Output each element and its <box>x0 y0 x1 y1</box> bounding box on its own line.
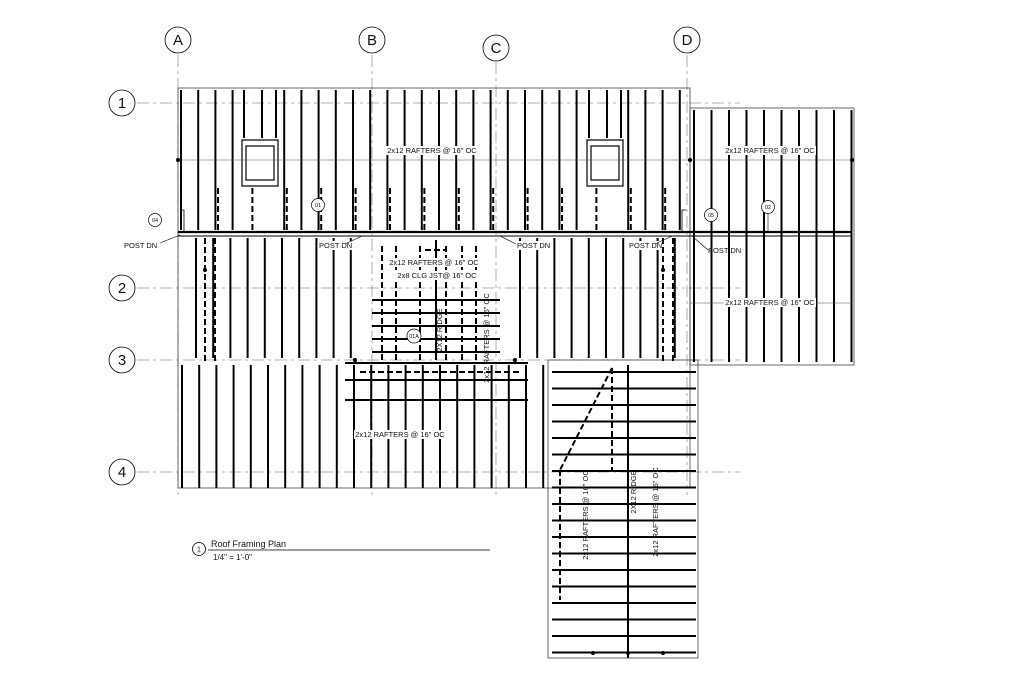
label-rafters-2: 2x12 RAFTERS @ 16" OC <box>725 146 815 155</box>
tag-01: 01 <box>311 198 325 212</box>
drawing-title: Roof Framing Plan <box>211 539 286 549</box>
grid-bubble-2: 2 <box>108 274 136 302</box>
svg-text:3: 3 <box>118 352 126 369</box>
svg-text:D: D <box>682 32 693 49</box>
label-rafters-4: 2x12 RAFTERS @ 16" OC <box>725 298 815 307</box>
svg-text:01A: 01A <box>409 334 419 340</box>
drawing-scale: 1/4" = 1'-0" <box>213 553 252 562</box>
label-post-dn-3: POST DN <box>517 241 550 250</box>
grid-bubble-A: A <box>164 26 192 54</box>
grid-bubble-4: 4 <box>108 458 136 486</box>
label-post-dn-5: POST DN <box>708 246 741 255</box>
svg-text:04: 04 <box>152 218 158 224</box>
svg-text:05: 05 <box>708 213 714 219</box>
leaders <box>159 211 769 251</box>
beam-lines <box>178 159 852 658</box>
tag-02: 02 <box>761 200 775 214</box>
label-post-dn-2: POST DN <box>319 241 352 250</box>
svg-text:B: B <box>367 32 377 49</box>
drawing-title-block: 1 Roof Framing Plan 1/4" = 1'-0" <box>192 539 490 562</box>
label-post-dn-1: POST DN <box>124 241 157 250</box>
label-ceiling-joist: 2x8 CLG JST@ 16" OC <box>397 271 477 280</box>
label-rafters-5: 2x12 RAFTERS @ 16" OC <box>355 430 445 439</box>
tag-04: 04 <box>148 213 162 227</box>
label-rafters-1: 2x12 RAFTERS @ 16" OC <box>387 146 477 155</box>
skylight-left <box>241 139 279 187</box>
label-rafters-3: 2x12 RAFTERS @ 16" OC <box>389 258 479 267</box>
label-rafters-vert-3: 2x12 RAFTERS @ 16" OC <box>651 467 660 557</box>
tag-01a: 01A <box>406 328 422 344</box>
annotations: 2x12 RAFTERS @ 16" OC 2x12 RAFTERS @ 16"… <box>124 146 816 560</box>
hidden-valley <box>559 367 613 471</box>
svg-text:4: 4 <box>118 464 126 481</box>
svg-text:2: 2 <box>118 280 126 297</box>
label-ridge-1: 2X12 RIDGE <box>435 308 444 351</box>
label-rafters-vert-2: 2x12 RAFTERS @ 16" OC <box>581 470 590 560</box>
grid-bubble-1: 1 <box>108 89 136 117</box>
svg-text:C: C <box>491 40 502 57</box>
post-markers <box>176 158 854 655</box>
label-ridge-2: 2X12 RIDGE <box>629 470 638 513</box>
post-brackets <box>180 209 686 232</box>
drawing-number: 1 <box>197 547 201 554</box>
label-post-dn-4: POST DN <box>629 241 662 250</box>
grid-bubble-D: D <box>673 26 701 54</box>
grid-bubble-C: C <box>482 34 510 62</box>
svg-text:02: 02 <box>765 205 771 211</box>
svg-text:A: A <box>173 32 183 49</box>
grid-bubble-3: 3 <box>108 346 136 374</box>
grid-bubble-B: B <box>358 26 386 54</box>
svg-text:1: 1 <box>118 95 126 112</box>
label-rafters-vert-1: 2x12 RAFTERS @ 16" OC <box>482 293 491 383</box>
skylight-right <box>586 139 624 187</box>
tag-05: 05 <box>704 208 718 222</box>
svg-text:01: 01 <box>315 203 321 209</box>
